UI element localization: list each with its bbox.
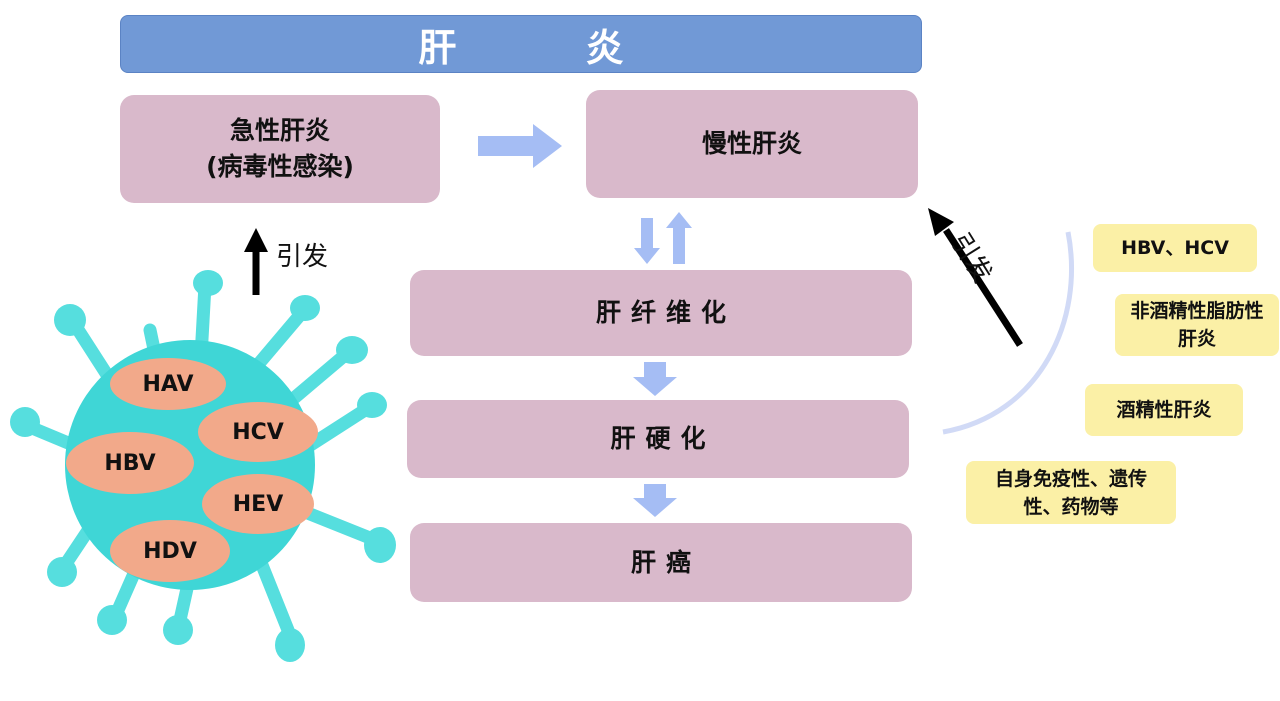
liver-cirrhosis-box: 肝硬化 [407,400,909,478]
liver-fibrosis-box: 肝纤维化 [410,270,912,356]
bidirectional-arrow [634,212,692,264]
acute-hepatitis-box: 急性肝炎 (病毒性感染) [120,95,440,203]
cause-note-hbv-hcv: HBV、HCV [1093,224,1257,272]
chronic-hepatitis-label: 慢性肝炎 [701,129,802,158]
chronic-hepatitis-box: 慢性肝炎 [586,90,918,198]
cause-note-nash-text: 非酒精性脂肪性肝炎 [1130,300,1264,350]
page-title: 肝 炎 [418,25,682,70]
liver-cancer-box: 肝癌 [410,523,912,602]
virus-label-hdv: HDV [110,520,230,582]
title-bar: 肝 炎 [120,15,922,73]
fibrosis-to-cirrhosis-arrow [633,362,677,396]
liver-fibrosis-label: 肝纤维化 [595,298,736,327]
virus-label-hcv: HCV [198,402,318,462]
causes-arc [942,231,1074,435]
virus-spike-tips [10,270,396,662]
cause-note-other-text: 自身免疫性、遗传性、药物等 [994,467,1147,518]
liver-cancer-label: 肝癌 [630,547,701,577]
virus-label-hev: HEV [202,474,314,534]
virus-label-hav: HAV [110,358,226,410]
trigger-arrow-right [928,208,1023,347]
cause-note-other: 自身免疫性、遗传性、药物等 [966,461,1176,524]
cause-note-hbv-hcv-text: HBV、HCV [1121,237,1229,259]
virus-label-hbv: HBV [66,432,194,494]
cause-note-alcoholic-text: 酒精性肝炎 [1116,399,1212,421]
acute-hepatitis-line2: (病毒性感染) [206,152,354,181]
acute-to-chronic-arrow [478,124,562,168]
trigger-label-left: 引发 [276,242,329,272]
acute-hepatitis-line1: 急性肝炎 [229,116,330,145]
liver-cirrhosis-label: 肝硬化 [610,424,716,453]
cause-note-nash: 非酒精性脂肪性肝炎 [1115,294,1279,356]
cirrhosis-to-cancer-arrow [633,484,677,517]
cause-note-alcoholic: 酒精性肝炎 [1085,384,1243,436]
trigger-arrow-left [244,228,268,295]
